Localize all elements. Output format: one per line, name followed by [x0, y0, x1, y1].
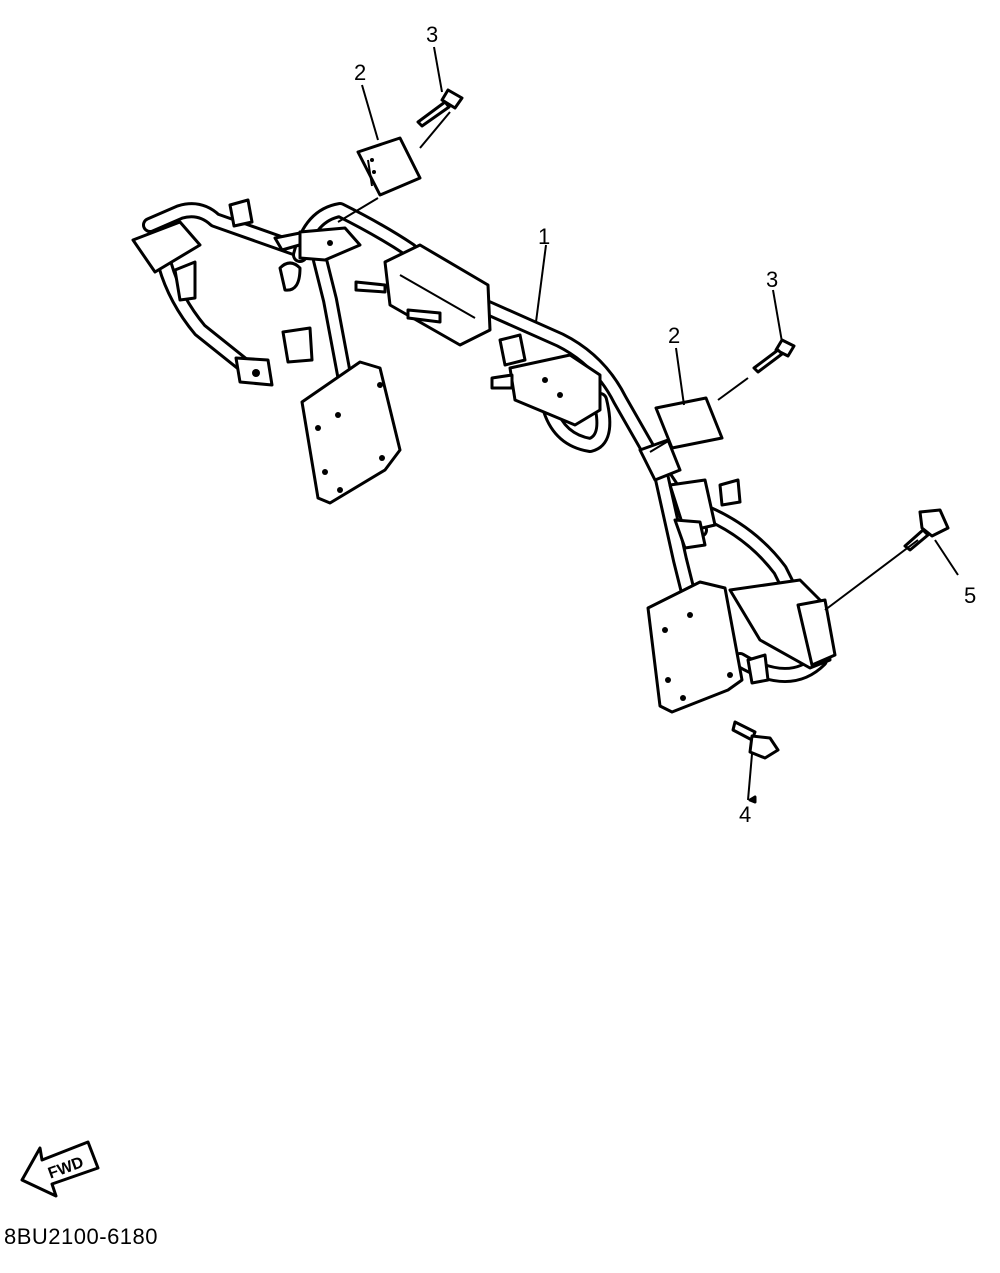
fwd-arrow-icon: FWD	[20, 1140, 100, 1198]
callout-3-right: 3	[766, 267, 778, 292]
rubber-mount-center	[354, 243, 492, 347]
bolt-4	[731, 720, 780, 760]
mid-bracket	[490, 333, 602, 427]
callout-1: 1	[538, 224, 550, 249]
damper-upper	[337, 136, 422, 223]
callout-5: 5	[964, 583, 976, 608]
leader-lines	[361, 46, 959, 801]
callout-2-right: 2	[668, 323, 680, 348]
callout-2-upper: 2	[354, 60, 366, 85]
left-footplate	[278, 226, 402, 505]
callout-4: 4	[739, 802, 751, 827]
right-footplate	[638, 438, 837, 804]
callout-3-upper: 3	[426, 22, 438, 47]
bolt-right	[752, 338, 796, 374]
callout-numbers: 1 2 3 2 3 4 5	[354, 22, 976, 827]
left-end-bracket	[131, 198, 312, 387]
diagram-code: 8BU2100-6180	[4, 1224, 159, 1249]
damper-right	[649, 377, 749, 453]
bolt-upper	[416, 88, 464, 149]
